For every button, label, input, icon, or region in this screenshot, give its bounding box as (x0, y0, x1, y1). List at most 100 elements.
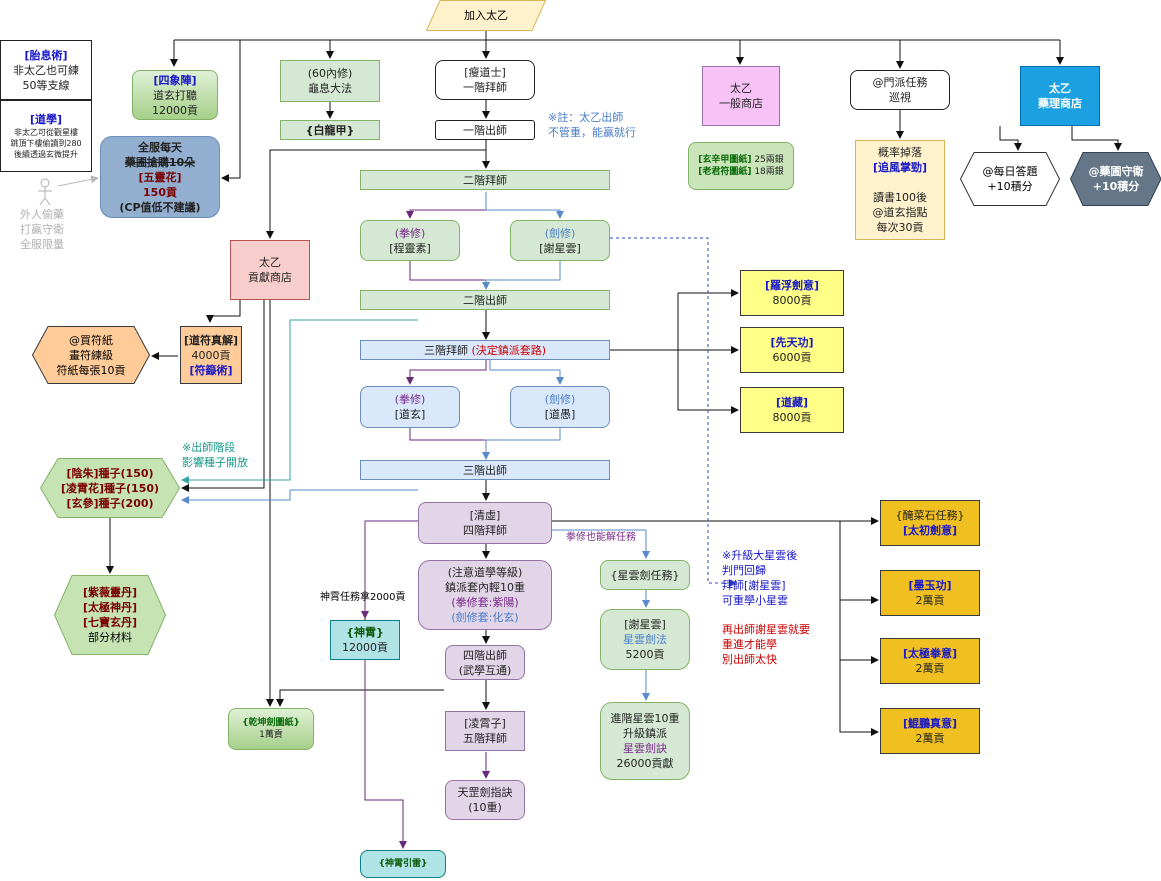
daoxue-line3: 後續透過玄微提升 (14, 150, 78, 159)
quan-cheng-line2: [程靈素] (389, 241, 431, 255)
jian-daoyu-line1: (劍修) (544, 393, 576, 406)
shenxiao-node: {神霄} 12000貢 (330, 620, 400, 660)
note-upgrade: ※升級大星雲後 判門回歸 拜師[謝星雲] 可重學小星雲 (722, 548, 797, 608)
guixi-line1: (60內修) (307, 67, 353, 80)
taiji-quan-node: [太極拳意] 2萬貢 (880, 638, 980, 684)
daozang-node: [道藏] 8000貢 (740, 387, 844, 433)
erjie-chushi-text: 二階出師 (463, 293, 507, 307)
jian-daoyu-line2: [道愚] (544, 408, 576, 421)
yijie-chushi-node: 一階出師 (435, 120, 535, 140)
hexagon-shape (960, 152, 1060, 206)
xie-xingyun-node: [謝星雲] 星雲劍法 5200貢 (600, 609, 690, 670)
luofu-title: [羅浮劍意] (764, 279, 820, 292)
buy-paper-line1: @買符紙 (69, 333, 113, 347)
kunpeng-title: [鯤鵬真意] (902, 717, 958, 730)
title-text: 加入太乙 (464, 9, 508, 22)
moyu-title: [墨玉功] (908, 579, 952, 592)
xingyun-task-text: {星雲劍任務} (610, 568, 680, 582)
note-again-line3: 別出師太快 (722, 653, 777, 666)
drop-node: 概率掉落 [追風掌勁] 讀書100後 @道玄指點 每次30貢 (855, 140, 945, 240)
shenxiao-task-note: 神霄任務拿2000貢 (320, 590, 405, 605)
drop-skill: [追風掌勁] (872, 161, 928, 174)
note-seed-line1: ※出師階段 (182, 441, 236, 454)
yancai-node: {醃菜石任務} [太初劍意] (880, 500, 980, 546)
sanjie-chushi-text: 三階出師 (463, 463, 507, 477)
yancai-line1: {醃菜石任務} (895, 509, 965, 522)
parallelogram-shape (426, 0, 546, 31)
lingxiaozi-line2: 五階拜師 (463, 732, 507, 745)
yijie-chushi-text: 一階出師 (463, 123, 507, 137)
fuzhen-node: [道符真解] 4000貢 [符籙術] (180, 326, 242, 384)
jian-xie-line1: (劍修) (544, 226, 576, 240)
seed-xuanshen: [玄參]種子(200) (66, 496, 154, 510)
erjie-chushi-node: 二階出師 (360, 290, 610, 310)
hexagon-shape (32, 326, 150, 384)
quan-daoxuan-line1: (拳修) (394, 393, 426, 406)
outsider-line3: 全服限量 (20, 238, 64, 251)
qiankun-title: {乾坤劍圖紙} (242, 718, 300, 728)
lingxiaozi-line1: [凌霄子] (464, 717, 506, 730)
xie-xingyun-line1: [謝星雲] (624, 618, 666, 631)
qingxu-line2: 四階拜師 (463, 524, 507, 537)
qiankun-price: 1萬貢 (259, 730, 283, 740)
daily-quiz-line1: @每日答題 (982, 165, 1038, 178)
taiyi-shop-line1: 太乙 (730, 82, 752, 95)
advance-line1: 進階星雲10重 (610, 712, 680, 725)
quan-also-text: 拳修也能解任務 (566, 532, 636, 543)
drop-line1: 概率掉落 (878, 146, 922, 159)
note-seed: ※出師階段 影響種子開放 (182, 440, 248, 470)
zhenpai-quan: (拳修套:紫陽) (451, 596, 519, 609)
sanjie-baishi-text: 三階拜師 (423, 343, 468, 357)
sijie-chushi-node: 四階出師 (武學互通) (445, 645, 525, 680)
note-upgrade-line2: 判門回歸 (722, 564, 766, 577)
taiyi-shop-line2: 一般商店 (719, 97, 763, 110)
daoxue-info-box: [道學] 非太乙可從觀星樓 跳頂下樓偷讀到280 後續透過玄微提升 (0, 100, 92, 172)
daily-quiz-line2: +10積分 (987, 180, 1033, 193)
zhenpai-line2: 鎮派套內輕10重 (445, 581, 525, 594)
note-taiyi-line1: ※註：太乙出師 (548, 111, 624, 124)
lingxiaozi-node: [凌霄子] 五階拜師 (445, 711, 525, 751)
server-daily-node: 全服每天 藥圃搶購10朵 [五靈花] 150貢 (CP值低不建議) (100, 136, 220, 218)
note-upgrade-line4: 可重學小星雲 (722, 594, 788, 607)
hexagon-shape (1070, 152, 1161, 206)
hexagon-shape (54, 575, 166, 655)
fuzhen-price: 4000貢 (191, 348, 231, 362)
erjie-baishi-text: 二階拜師 (463, 173, 507, 187)
hexagon-shape (40, 458, 180, 518)
daoxue-title: [道學] (29, 113, 63, 126)
shenxiao-task-text: 神霄任務拿2000貢 (320, 592, 406, 603)
outsider-figure-icon (38, 178, 52, 206)
taixi-info-box: [胎息術] 非太乙也可練 50等支線 (0, 40, 92, 100)
gongxian-shop-node: 太乙 貢獻商店 (230, 240, 310, 300)
daoxue-line1: 非太乙可從觀星樓 (14, 128, 78, 137)
pill-taiji: [太極神丹] (82, 601, 138, 614)
yaoli-shop-line2: 藥理商店 (1038, 97, 1082, 110)
daozang-price: 8000貢 (772, 411, 812, 424)
note-again-line2: 重進才能學 (722, 638, 777, 651)
sanjie-chushi-node: 三階出師 (360, 460, 610, 480)
quan-cheng-node: (拳修) [程靈素] (360, 220, 460, 261)
shenxiao-yinlei-text: {神霄引雷} (378, 859, 428, 869)
shop-item2-price: 18兩銀 (754, 167, 784, 177)
seed-lingxiaohua: [凌霄花]種子(150) (60, 481, 160, 495)
xiantian-title: [先天功] (770, 336, 814, 349)
join-taiyi-start: 加入太乙 (426, 0, 546, 31)
taiji-quan-title: [太極拳意] (902, 647, 958, 660)
note-taiyi: ※註：太乙出師 不管重，能贏就行 (548, 110, 636, 140)
gongxian-shop-line1: 太乙 (259, 256, 281, 269)
tiangang-node: 天罡劍指訣 (10重) (445, 780, 525, 820)
sijie-chushi-line1: 四階出師 (463, 648, 507, 662)
shoudaoshi-line1: [瘦道士] (464, 66, 506, 79)
garden-guard-line1: @藥圃守衛 (1088, 165, 1144, 178)
moyu-node: [墨玉功] 2萬貢 (880, 570, 980, 616)
sixiang-node: [四象陣] 道玄打聽 12000貢 (132, 70, 218, 120)
qiankun-node: {乾坤劍圖紙} 1萬貢 (228, 708, 314, 750)
menpai-task-node: @門派任務 巡視 (850, 70, 950, 110)
fuzhen-skill: [符籙術] (189, 363, 233, 377)
yaoli-shop-line1: 太乙 (1049, 82, 1071, 95)
quan-daoxuan-line2: [道玄] (394, 408, 426, 421)
kunpeng-node: [鯤鵬真意] 2萬貢 (880, 708, 980, 754)
note-upgrade-line1: ※升級大星雲後 (722, 549, 798, 562)
